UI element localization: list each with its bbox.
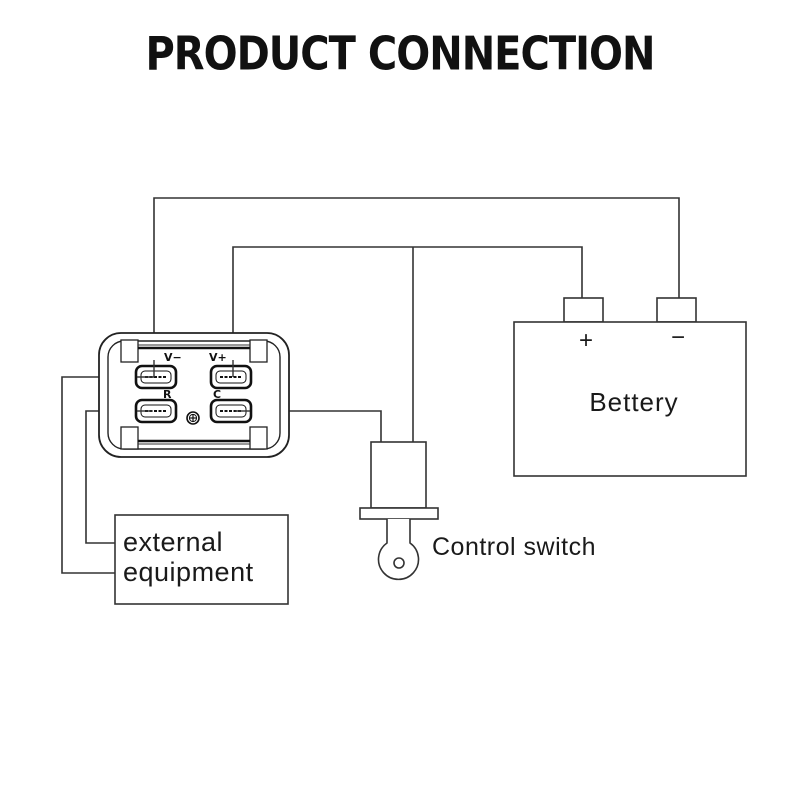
control-switch-label: Control switch bbox=[432, 533, 596, 561]
pin-label-c: C bbox=[213, 388, 221, 401]
battery-terminal-positive bbox=[563, 297, 604, 323]
wire-vplus-to-battery-positive bbox=[232, 246, 583, 360]
pin-label-v-minus: V− bbox=[164, 351, 182, 364]
external-equipment-box bbox=[114, 514, 289, 605]
wire-c-to-switch bbox=[248, 410, 382, 442]
wire-vminus-to-battery-negative bbox=[153, 197, 680, 360]
external-equipment-label-line1: external bbox=[123, 527, 223, 557]
module-connector bbox=[98, 332, 290, 458]
battery bbox=[513, 297, 747, 477]
pin-label-r: R bbox=[163, 388, 172, 401]
control-switch bbox=[359, 441, 439, 581]
external-equipment-label-line2: equipment bbox=[123, 557, 254, 587]
diagram-title: PRODUCT CONNECTION bbox=[145, 28, 655, 81]
battery-label: Bettery bbox=[589, 387, 678, 417]
battery-body bbox=[513, 321, 747, 477]
pin-v-minus bbox=[134, 364, 178, 390]
battery-terminal-negative bbox=[656, 297, 697, 323]
pin-v-plus bbox=[209, 364, 253, 390]
battery-positive-symbol: + bbox=[579, 327, 593, 354]
battery-negative-symbol: − bbox=[671, 324, 685, 351]
key-icon bbox=[393, 557, 405, 569]
screw-icon bbox=[186, 411, 200, 425]
pin-label-v-plus: V+ bbox=[209, 351, 227, 364]
